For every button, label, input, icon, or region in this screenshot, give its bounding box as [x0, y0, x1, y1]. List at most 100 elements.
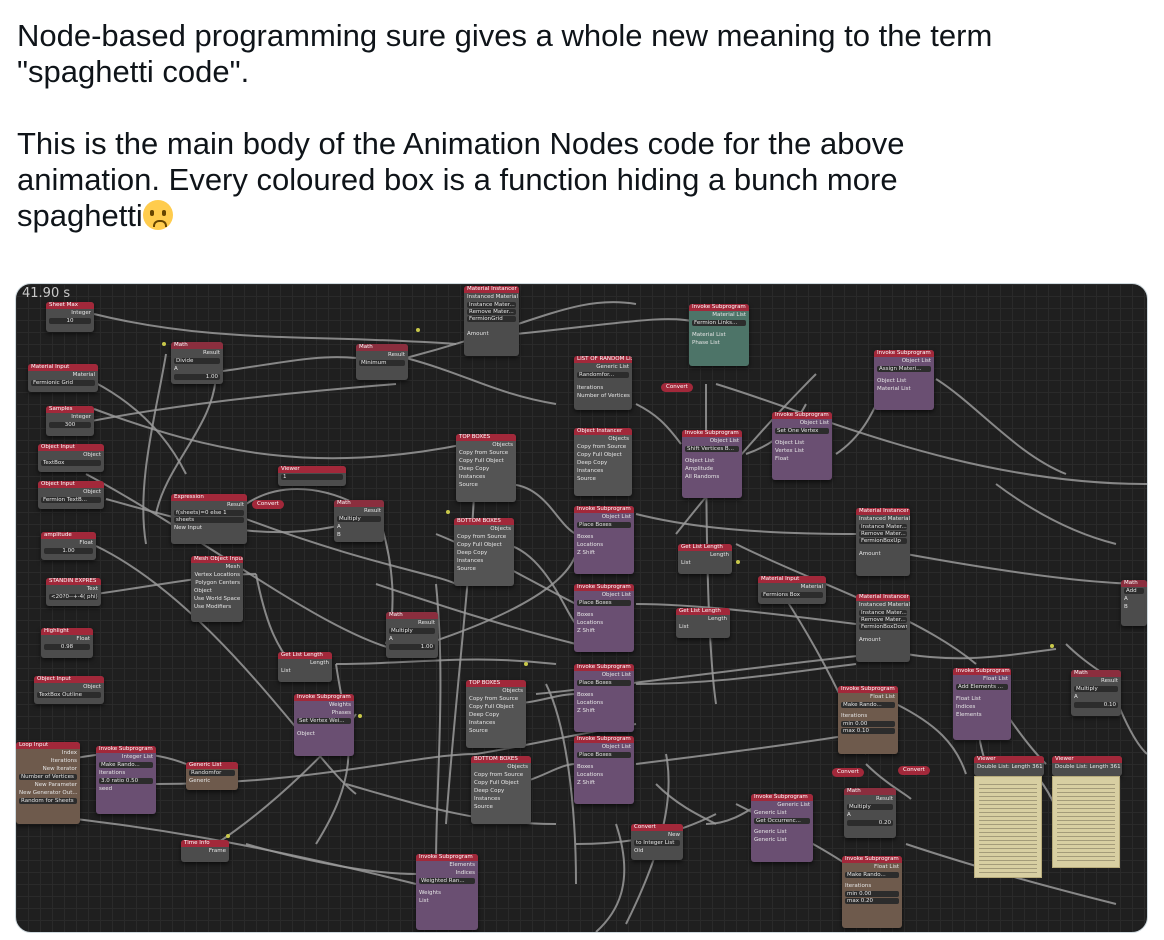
input-row[interactable]: min 0.00 — [841, 721, 895, 727]
node-viewer-2[interactable]: Viewer Double List: Length 361 — [974, 756, 1044, 776]
checkbox-row[interactable]: Instance Mater... — [859, 524, 907, 530]
subprogram-selector[interactable]: Place Boxes — [577, 680, 631, 686]
object-selector[interactable]: TextBox Outline — [37, 692, 101, 698]
subprogram-selector[interactable]: Place Boxes — [577, 522, 631, 528]
subprogram-selector[interactable]: Assign Materi... — [877, 366, 931, 372]
input-b[interactable]: 1.00 — [389, 644, 435, 650]
node-invoke-fermion-links[interactable]: Invoke Subprogram Material List Fermion … — [689, 304, 749, 366]
node-time-info[interactable]: Time Info Frame — [181, 840, 229, 862]
subprogram-selector[interactable]: Make Rando... — [841, 702, 895, 708]
type-selector[interactable]: to Integer List — [634, 840, 680, 846]
reroute-dot[interactable] — [1050, 644, 1054, 648]
operation-selector[interactable]: Add — [1124, 588, 1144, 594]
node-object-input-3[interactable]: Object Input Object TextBox Outline — [34, 676, 104, 704]
checkbox-row[interactable]: Copy from Source — [469, 696, 519, 702]
checkbox-row[interactable]: Use Modifiers — [194, 604, 232, 610]
checkbox-row[interactable]: Copy from Source — [457, 534, 507, 540]
operation-selector[interactable]: Minimum — [359, 360, 405, 366]
reroute-dot[interactable] — [416, 328, 420, 332]
reroute-dot[interactable] — [358, 714, 362, 718]
node-invoke-make-random-1[interactable]: Invoke Subprogram Integer List Make Rand… — [96, 746, 156, 814]
subprogram-selector[interactable]: Get Occurrenc... — [754, 818, 810, 824]
node-object-input-1[interactable]: Object Input Object TextBox — [38, 444, 104, 472]
node-convert-1[interactable]: Convert — [252, 500, 284, 509]
checkbox-row[interactable]: Deep Copy — [577, 460, 608, 466]
subprogram-selector[interactable]: Weighted Ran... — [419, 878, 475, 884]
node-bottom-boxes-1[interactable]: BOTTOM BOXES Objects Copy from Source Co… — [454, 518, 514, 586]
reroute-dot[interactable] — [446, 510, 450, 514]
node-object-input-2[interactable]: Object Input Object Fermion TextB... — [38, 481, 104, 509]
checkbox-row[interactable]: Deep Copy — [469, 712, 500, 718]
reroute-dot[interactable] — [736, 560, 740, 564]
name-field[interactable]: FermionGrid — [467, 316, 516, 322]
reroute-dot[interactable] — [162, 342, 166, 346]
node-viewer-1[interactable]: Viewer 1 — [278, 466, 346, 486]
node-material-instancer-1[interactable]: Material Instancer Instanced Material In… — [464, 286, 519, 356]
node-get-list-length-2[interactable]: Get List Length Length List — [678, 544, 732, 574]
node-viewer-3[interactable]: Viewer Double List: Length 361 — [1052, 756, 1122, 776]
node-invoke-shift-vertices[interactable]: Invoke Subprogram Object List Shift Vert… — [682, 430, 742, 498]
node-bottom-boxes-2[interactable]: BOTTOM BOXES Objects Copy from Source Co… — [471, 756, 531, 824]
node-get-list-length-3[interactable]: Get List Length Length List — [676, 608, 730, 638]
checkbox-row[interactable]: Remove Mater... — [859, 617, 907, 623]
checkbox-row[interactable]: Deep Copy — [474, 788, 505, 794]
node-material-input[interactable]: Material Input Material Fermionic Grid — [28, 364, 98, 392]
input-row[interactable]: sheets — [174, 517, 244, 523]
node-top-boxes-1[interactable]: TOP BOXES Objects Copy from Source Copy … — [456, 434, 516, 502]
node-math-5[interactable]: Math Result Multiply A 0.10 — [1071, 670, 1121, 716]
subprogram-selector[interactable]: Place Boxes — [577, 752, 631, 758]
operation-selector[interactable]: Multiply — [847, 804, 893, 810]
object-selector[interactable]: Fermion TextB... — [41, 497, 101, 503]
input-b[interactable]: 1.00 — [174, 374, 220, 380]
input-row[interactable]: max 0.10 — [841, 728, 895, 734]
input-row[interactable]: 3.0 ratio 0.50 — [99, 778, 153, 784]
node-expression[interactable]: Expression Result f(sheets)=0 else 1 she… — [171, 494, 247, 544]
subprogram-selector[interactable]: Make Rando... — [845, 872, 899, 878]
subprogram-selector[interactable]: Make Rando... — [99, 762, 153, 768]
input-b[interactable]: 0.10 — [1074, 702, 1118, 708]
text-field[interactable]: <20?0--+-4( phi) X — [49, 594, 98, 600]
node-invoke-place-boxes-2[interactable]: Invoke Subprogram Object List Place Boxe… — [574, 584, 634, 652]
node-highlight[interactable]: Highlight Float 0.98 — [41, 628, 93, 658]
checkbox-row[interactable]: Use World Space — [194, 596, 241, 602]
value-field[interactable]: 10 — [49, 318, 91, 324]
node-list-of-random-lists[interactable]: LIST OF RANDOM LISTS Generic List Random… — [574, 356, 632, 410]
node-material-input-2[interactable]: Material Input Material Fermions Box — [758, 576, 826, 604]
node-editor-screenshot[interactable]: 41.90 s Sheet Max Integer 10 Material In… — [15, 283, 1148, 933]
node-amplitude[interactable]: amplitude Float 1.00 — [41, 532, 96, 560]
node-get-list-length-1[interactable]: Get List Length Length List — [278, 652, 332, 682]
node-top-boxes-2[interactable]: TOP BOXES Objects Copy from Source Copy … — [466, 680, 526, 748]
node-object-instancer[interactable]: Object Instancer Objects Copy from Sourc… — [574, 428, 632, 496]
subprogram-selector[interactable]: Fermion Links... — [692, 320, 746, 326]
node-sheet-max[interactable]: Sheet Max Integer 10 — [46, 302, 94, 332]
node-invoke-set-vertex-weights[interactable]: Invoke Subprogram Weights Phases Set Ver… — [294, 694, 354, 756]
node-convert-5[interactable]: Convert New to Integer List Old — [631, 824, 683, 860]
name-field[interactable]: FermionBoxUp — [859, 538, 907, 544]
material-selector[interactable]: Fermions Box — [761, 592, 823, 598]
node-math-6[interactable]: Math Result Multiply A 0.20 — [844, 788, 896, 838]
node-invoke-get-occurrences[interactable]: Invoke Subprogram Generic List Generic L… — [751, 794, 813, 862]
checkbox-row[interactable]: Instance Mater... — [467, 302, 516, 308]
object-selector[interactable]: TextBox — [41, 460, 101, 466]
node-convert-4[interactable]: Convert — [898, 766, 930, 775]
subprogram-selector[interactable]: Place Boxes — [577, 600, 631, 606]
node-math-edge[interactable]: Math Add A B — [1121, 580, 1147, 626]
node-loop-input[interactable]: Loop Input Index Iterations New Iterator… — [16, 742, 80, 824]
checkbox-row[interactable]: Remove Mater... — [467, 309, 516, 315]
node-invoke-make-random-3[interactable]: Invoke Subprogram Float List Make Rando.… — [842, 856, 902, 928]
node-invoke-add-elements[interactable]: Invoke Subprogram Float List Add Element… — [953, 668, 1011, 740]
node-invoke-place-boxes-3[interactable]: Invoke Subprogram Object List Place Boxe… — [574, 664, 634, 732]
node-math-2[interactable]: Math Result Minimum — [356, 344, 408, 380]
checkbox-row[interactable]: Copy Full Object — [457, 542, 502, 548]
node-convert-3[interactable]: Convert — [832, 768, 864, 777]
node-material-instancer-2[interactable]: Material Instancer Instanced Material In… — [856, 508, 910, 576]
node-material-instancer-3[interactable]: Material Instancer Instanced Material In… — [856, 594, 910, 662]
value-field[interactable]: 1.00 — [44, 548, 93, 554]
checkbox-row[interactable]: Copy from Source — [459, 450, 509, 456]
value-field[interactable]: 300 — [49, 422, 91, 428]
input-row[interactable]: max 0.20 — [845, 898, 899, 904]
node-mesh-object-input[interactable]: Mesh Object Input Mesh Vertex Locations … — [191, 556, 243, 622]
operation-selector[interactable]: Multiply — [1074, 686, 1118, 692]
node-invoke-place-boxes-4[interactable]: Invoke Subprogram Object List Place Boxe… — [574, 736, 634, 804]
value-field[interactable]: 0.98 — [44, 644, 90, 650]
